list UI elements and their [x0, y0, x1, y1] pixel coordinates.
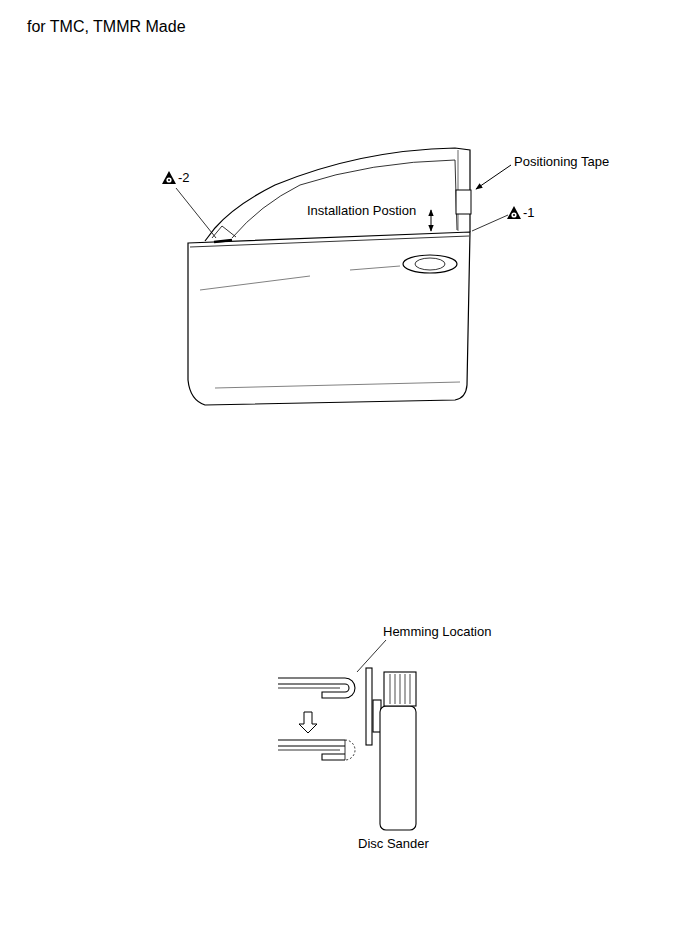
process-arrow: [299, 712, 317, 733]
callout-symbol: [162, 171, 176, 184]
callout-number: -1: [523, 206, 535, 221]
leader-line: [476, 165, 511, 189]
part-name: Positioning Tape: [514, 155, 609, 170]
leader-line: [176, 188, 216, 238]
door-drawing: [188, 148, 471, 405]
callout-number: -2: [178, 171, 190, 186]
leader-line: [472, 215, 508, 231]
callout-symbol: [507, 206, 521, 219]
leader-line: [357, 640, 386, 672]
disc-sander: [366, 668, 416, 830]
dimension-arrow: [431, 210, 432, 231]
page-title: for TMC, TMMR Made: [27, 18, 186, 36]
hem-section-cut: [278, 740, 355, 760]
dimension-label: Installation Postion: [307, 204, 416, 219]
part-name: Hemming Location: [383, 625, 491, 640]
hem-section: [278, 678, 355, 698]
tool-name: Disc Sander: [358, 837, 429, 852]
